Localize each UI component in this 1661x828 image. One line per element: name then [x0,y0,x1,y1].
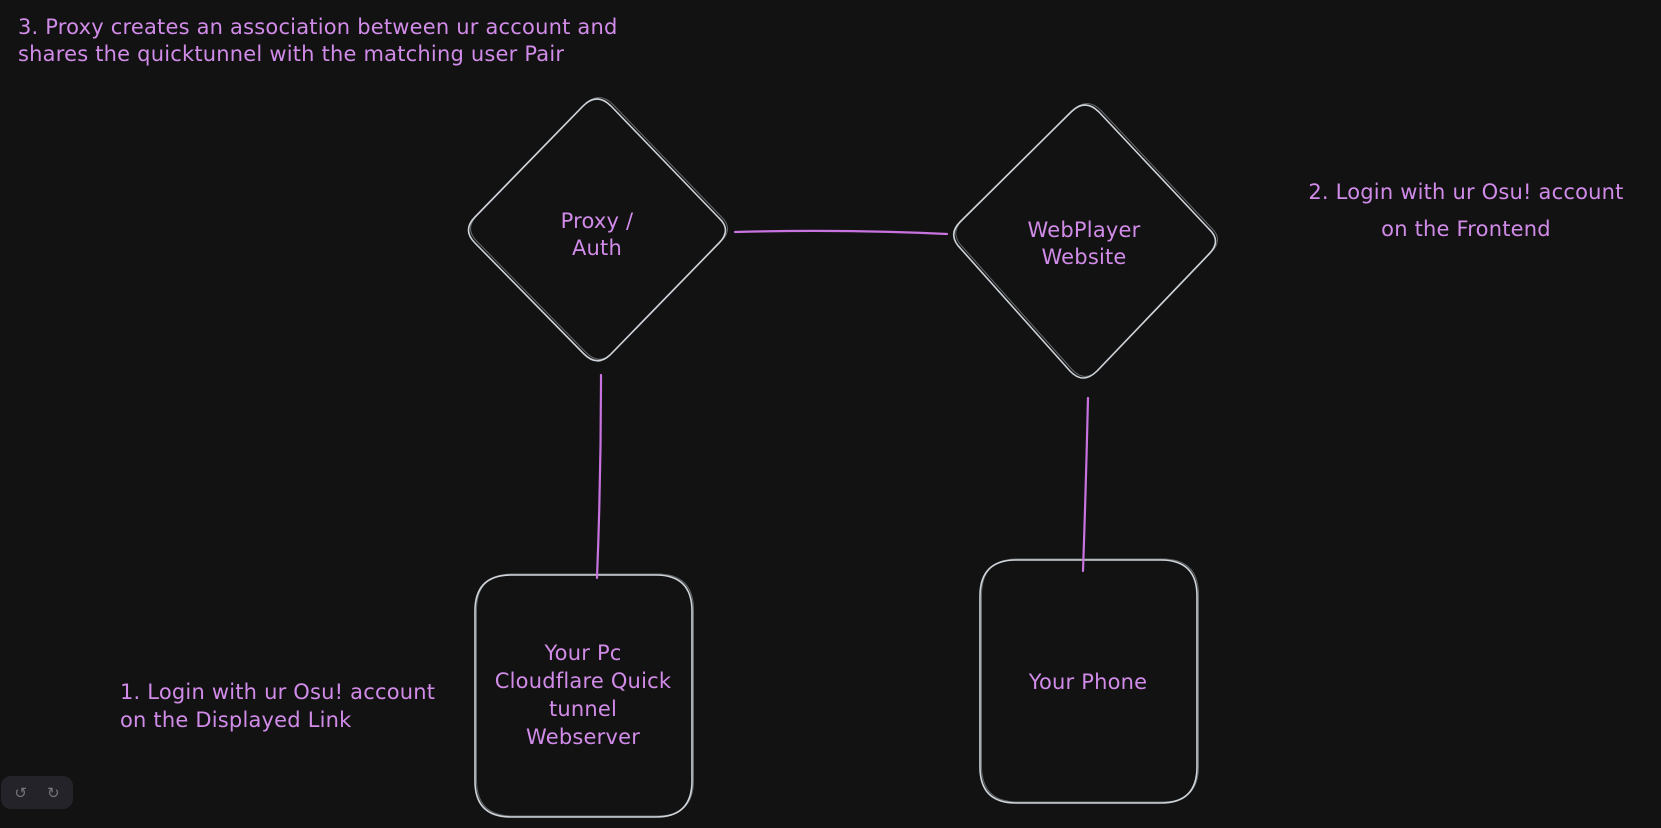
note-step2[interactable]: 2. Login with ur Osu! account on the Fro… [1308,180,1624,241]
webplayer-label[interactable]: WebPlayer Website [1027,218,1141,269]
pc-box[interactable] [474,574,693,818]
phone-label[interactable]: Your Phone [1028,670,1148,694]
redo-icon: ↻ [47,783,60,802]
phone-box-sketch [981,558,1199,803]
undo-button[interactable]: ↺ [8,780,34,806]
webplayer-diamond[interactable] [952,104,1217,379]
undo-redo-island: ↺ ↻ [1,776,73,809]
connector-proxy-to-pc[interactable] [595,373,603,580]
proxy-auth-label[interactable]: Proxy / Auth [560,209,634,260]
connector-proxy-to-webplayer[interactable] [733,229,949,236]
note-step3[interactable]: 3. Proxy creates an association between … [18,15,618,66]
pc-webserver-label[interactable]: Your Pc Cloudflare Quick tunnel Webserve… [494,641,672,749]
pc-box-sketch [476,573,694,817]
undo-icon: ↺ [14,783,27,802]
proxy-auth-diamond[interactable] [467,98,727,362]
connector-webplayer-to-phone[interactable] [1081,396,1090,573]
redo-button[interactable]: ↻ [40,780,66,806]
phone-box[interactable] [979,559,1198,804]
note-step1[interactable]: 1. Login with ur Osu! account on the Dis… [120,680,436,732]
